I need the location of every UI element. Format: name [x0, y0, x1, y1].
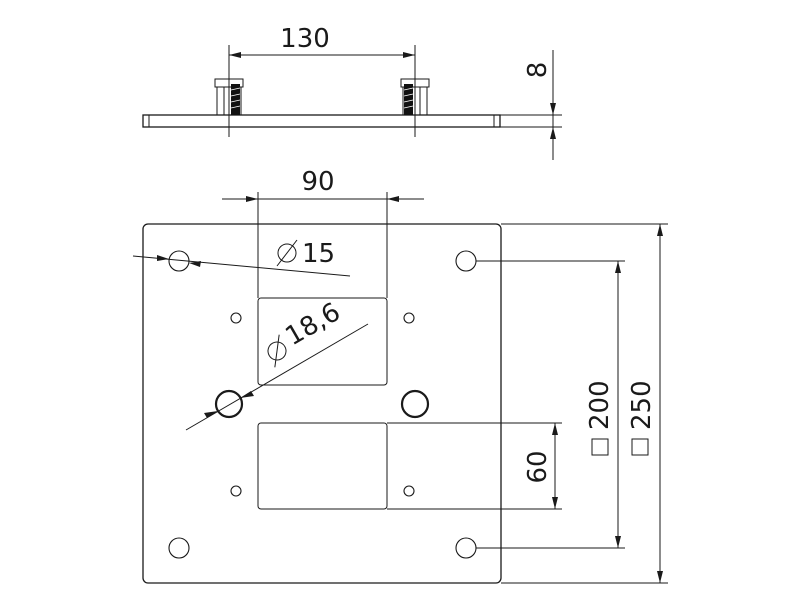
base-plate	[142, 223, 502, 584]
dim-18-6-label: 18,6	[281, 297, 346, 352]
dim-250-label: 250	[627, 380, 657, 430]
side-view: 130 8	[142, 24, 562, 160]
corner-hole-top-right	[455, 250, 477, 272]
dimension-square-200: 200	[476, 260, 625, 549]
dimension-square-250: 250	[501, 223, 668, 584]
dimension-8: 8	[500, 50, 562, 160]
dim-130-label: 130	[280, 24, 330, 54]
top-view: 90 15 18,6	[132, 167, 668, 584]
dim-200-label: 200	[585, 380, 615, 430]
small-hole-lower-left	[230, 485, 242, 497]
square-symbol	[591, 438, 609, 456]
dim-8-label: 8	[523, 62, 553, 79]
dimension-dia-18-6: 18,6	[185, 297, 369, 431]
dim-60-label: 60	[523, 450, 553, 483]
small-hole-lower-right	[403, 485, 415, 497]
small-hole-upper-right	[403, 312, 415, 324]
dimension-dia-15: 15	[132, 239, 351, 277]
dimension-60: 60	[387, 422, 562, 510]
diameter-symbol	[276, 239, 298, 267]
side-plate	[142, 114, 501, 128]
corner-hole-bottom-left	[168, 537, 190, 559]
upper-slot	[257, 297, 388, 386]
lower-slot	[257, 422, 388, 510]
dim-90-label: 90	[301, 167, 334, 197]
dim-15-label: 15	[302, 239, 335, 269]
dimension-130: 130	[228, 24, 416, 137]
corner-hole-bottom-right	[455, 537, 477, 559]
large-hole-right	[400, 389, 430, 419]
dimension-90: 90	[222, 167, 424, 202]
diameter-symbol	[267, 334, 287, 368]
large-hole-left	[214, 389, 244, 419]
small-hole-upper-left	[230, 312, 242, 324]
square-symbol	[631, 438, 649, 456]
